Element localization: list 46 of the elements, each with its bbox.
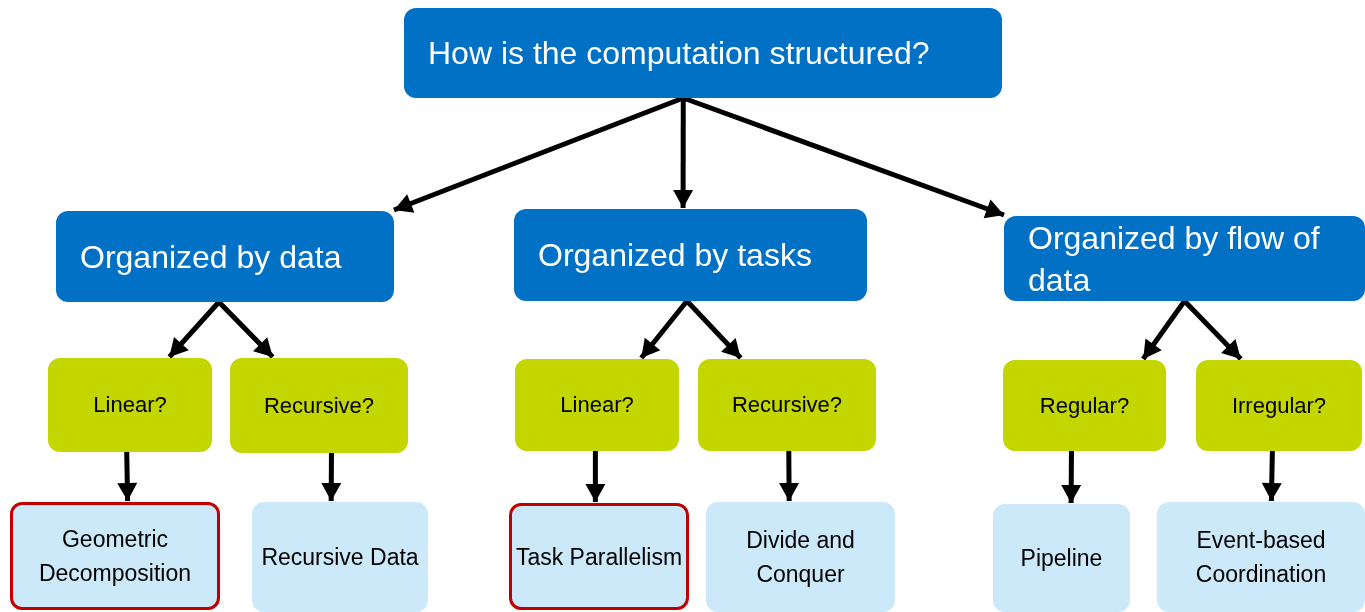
- decision-box: [48, 358, 212, 452]
- node-text: Geometric Decomposition: [37, 525, 193, 588]
- highlighted-pattern-box: [10, 502, 220, 610]
- question-box: [514, 209, 867, 301]
- node-text: Recursive?: [263, 391, 374, 420]
- question-box: [404, 8, 1002, 98]
- question-box: [56, 211, 394, 302]
- highlighted-pattern-box: [509, 503, 689, 610]
- node-text: Recursive?: [731, 391, 842, 419]
- node-text: Irregular?: [1231, 391, 1327, 420]
- node-text: Organized by tasks: [538, 236, 812, 275]
- arrow: [1061, 451, 1082, 503]
- decision-box: [515, 359, 679, 451]
- node-text: Pipeline: [1020, 544, 1103, 573]
- node-text: How is the computation structured?: [428, 34, 930, 73]
- pattern-box: [706, 502, 895, 612]
- arrow: [217, 300, 275, 359]
- node-text: Organized by flow of data: [1028, 218, 1321, 300]
- arrow: [685, 299, 743, 360]
- node-text: Organized by data: [80, 237, 342, 277]
- arrow: [1141, 299, 1187, 361]
- arrow: [639, 299, 689, 360]
- decision-box: [1003, 360, 1166, 451]
- arrow: [1182, 299, 1243, 361]
- arrow: [321, 453, 342, 501]
- decision-box: [698, 359, 876, 451]
- node-text: Event-based Coordination: [1194, 526, 1328, 589]
- arrow: [779, 451, 799, 501]
- arrow: [167, 300, 221, 359]
- arrow: [673, 98, 694, 208]
- decision-box: [1196, 360, 1362, 451]
- decision-box: [230, 358, 408, 453]
- node-text: Recursive Data: [261, 543, 419, 572]
- node-text: Linear?: [560, 391, 634, 419]
- pattern-box: [993, 504, 1130, 612]
- pattern-box: [252, 502, 428, 612]
- node-text: Regular?: [1039, 391, 1130, 420]
- arrow: [117, 451, 138, 502]
- node-text: Divide and Conquer: [745, 526, 856, 589]
- node-text: Linear?: [93, 391, 167, 419]
- arrow: [682, 95, 1005, 219]
- pattern-box: [1157, 502, 1365, 612]
- question-box: [1004, 216, 1365, 301]
- arrow: [585, 451, 606, 502]
- node-text: Task Parallelism: [515, 542, 683, 572]
- arrow: [1261, 450, 1282, 502]
